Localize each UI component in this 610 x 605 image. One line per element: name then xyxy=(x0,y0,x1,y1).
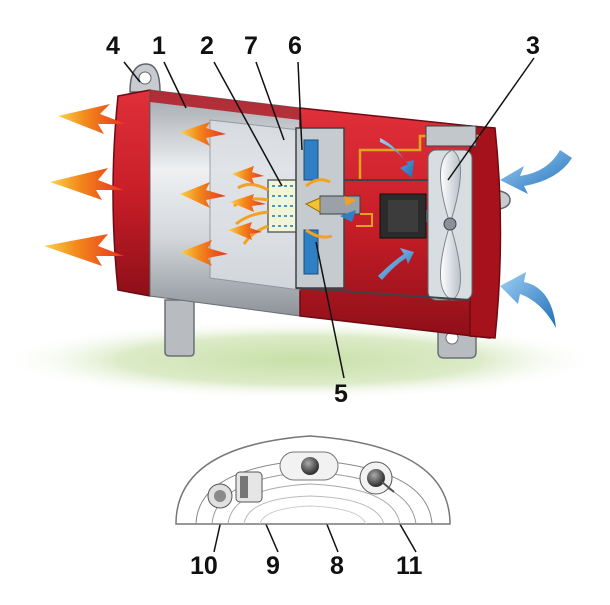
leader-3 xyxy=(447,57,535,181)
leader-7 xyxy=(255,61,285,141)
fuel-pump xyxy=(425,125,477,147)
leader-2 xyxy=(213,61,283,187)
leader-1 xyxy=(163,61,187,109)
label-2: 2 xyxy=(200,32,214,60)
label-11: 11 xyxy=(396,552,423,580)
label-5: 5 xyxy=(334,380,348,408)
label-10: 10 xyxy=(190,552,218,580)
ground-shadow xyxy=(0,320,600,400)
rear-foot xyxy=(164,299,195,357)
hot-air-arrow-icon xyxy=(44,104,126,266)
power-switch xyxy=(235,471,263,503)
label-6: 6 xyxy=(288,32,302,60)
label-8: 8 xyxy=(330,552,344,580)
motor-icon xyxy=(379,193,446,239)
leader-5 xyxy=(315,241,345,379)
fuel-line xyxy=(356,125,480,227)
label-3: 3 xyxy=(526,32,540,60)
internal-air-arrows xyxy=(340,138,414,280)
leader-6 xyxy=(297,61,303,151)
flames xyxy=(233,178,333,245)
label-4: 4 xyxy=(106,32,120,60)
nozzle-icon xyxy=(304,197,321,213)
cold-air-arrow-icon xyxy=(500,150,572,328)
inner-hot-air-arrows xyxy=(180,122,266,266)
control-panel xyxy=(175,435,451,525)
support-rod xyxy=(295,287,471,301)
indicator-lamp xyxy=(301,457,319,475)
leader-4 xyxy=(123,61,141,83)
label-7: 7 xyxy=(244,32,258,60)
label-1: 1 xyxy=(152,32,166,60)
handle xyxy=(129,63,161,93)
label-9: 9 xyxy=(266,552,280,580)
fan-icon xyxy=(427,149,473,301)
air-damper-top xyxy=(303,139,319,181)
